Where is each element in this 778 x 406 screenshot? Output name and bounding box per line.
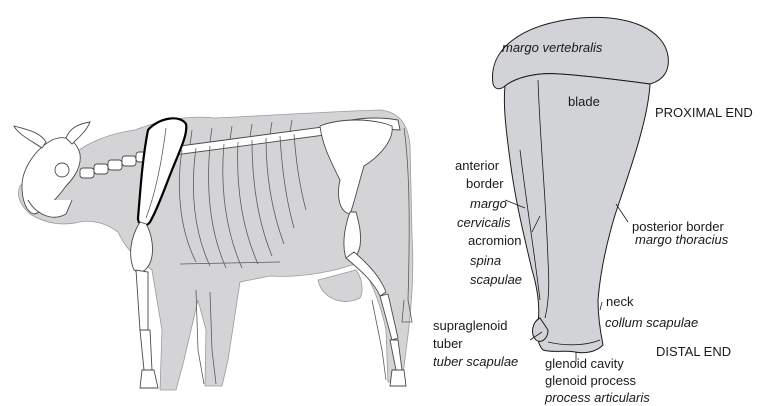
- label-border: border: [466, 176, 504, 191]
- cow-eye-socket: [55, 163, 69, 177]
- label-anterior: anterior: [455, 158, 500, 173]
- label-margo-thoracius: margo thoracius: [635, 232, 729, 247]
- label-acromion: acromion: [468, 233, 521, 248]
- label-distal-end: DISTAL END: [656, 344, 731, 359]
- label-glenoid-cavity: glenoid cavity: [545, 356, 624, 371]
- cow-horn-left: [14, 126, 46, 148]
- label-supraglenoid: supraglenoid: [433, 318, 507, 333]
- label-margo-vertebralis: margo vertebralis: [502, 40, 603, 55]
- cow-udder: [318, 270, 362, 301]
- label-blade: blade: [568, 94, 600, 109]
- label-process-articularis: process articularis: [544, 390, 650, 405]
- label-margo: margo: [470, 196, 507, 211]
- scapula-detail: [492, 17, 668, 352]
- label-scapulae: scapulae: [470, 272, 522, 287]
- label-cervicalis: cervicalis: [457, 215, 511, 230]
- label-neck: neck: [606, 294, 634, 309]
- cow-horn-right: [66, 122, 90, 144]
- scapula-blade: [504, 74, 650, 353]
- label-collum-scapulae: collum scapulae: [605, 315, 698, 330]
- label-tuber-scapulae: tuber scapulae: [433, 354, 518, 369]
- label-glenoid-process: glenoid process: [545, 373, 637, 388]
- cow-illustration: [14, 110, 413, 390]
- label-tuber: tuber: [433, 336, 463, 351]
- label-spina: spina: [470, 253, 501, 268]
- label-proximal-end: PROXIMAL END: [655, 105, 753, 120]
